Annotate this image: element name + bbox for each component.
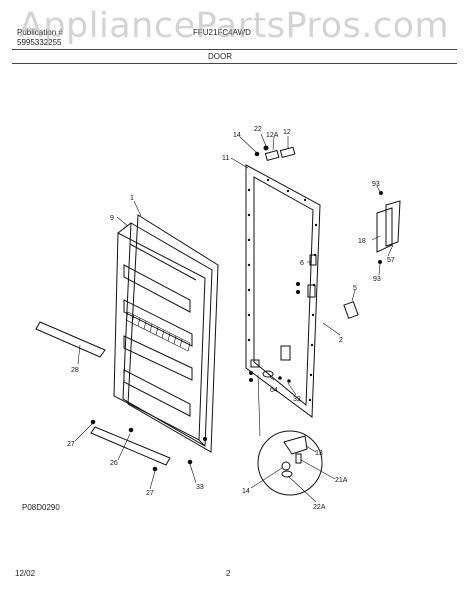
callout-14-bottom: 14 (242, 488, 250, 495)
callout-27-bottom: 27 (146, 490, 154, 497)
callout-26: 26 (110, 460, 118, 467)
latch-6 (309, 254, 317, 266)
callout-1: 1 (130, 195, 134, 202)
callout-6: 6 (300, 260, 304, 267)
diagram-code: P08D0290 (22, 503, 60, 512)
callout-32: 32 (293, 396, 301, 403)
bottom-hinge-pin (250, 359, 260, 368)
footer-date: 12/02 (15, 569, 36, 578)
callout-labels: 1 9 11 14 22 12A 12 93 18 57 93 6 5 2 28… (67, 126, 395, 511)
door-shelf-bar-28 (35, 321, 106, 358)
page-number: 2 (226, 569, 231, 578)
door-shelves (123, 243, 197, 417)
model-number: FFU21FC4AWD (193, 28, 251, 37)
callout-12: 12 (283, 129, 291, 136)
callout-12a: 12A (266, 132, 279, 139)
callout-57: 57 (387, 257, 395, 264)
callout-33: 33 (196, 484, 204, 491)
inner-door-panel (113, 214, 219, 453)
callout-22: 22 (254, 126, 262, 133)
publication-label: Publication # (17, 28, 63, 37)
section-title: DOOR (208, 52, 232, 61)
callout-leaders (74, 133, 394, 503)
latch-strike (307, 284, 316, 298)
callout-5: 5 (353, 285, 357, 292)
callout-93-bottom: 93 (373, 276, 381, 283)
screw-22 (263, 145, 269, 151)
detail-leader (257, 374, 261, 437)
wire-shelf-grill (125, 311, 191, 352)
callout-93-top: 93 (372, 181, 380, 188)
publication-number: 5995332255 (17, 38, 62, 47)
header-divider (12, 49, 457, 50)
part-12a (264, 149, 280, 162)
callout-11: 11 (222, 155, 229, 162)
part-12 (279, 146, 296, 159)
callout-18: 18 (358, 238, 366, 245)
screw-14 (254, 151, 260, 157)
hinge-bracket-18 (376, 207, 393, 253)
callout-9: 9 (110, 215, 114, 222)
hinge-plate-57 (385, 200, 401, 247)
part-5 (343, 301, 359, 319)
washer-64 (262, 370, 274, 378)
callout-2: 2 (339, 337, 343, 344)
door-gasket (245, 164, 321, 418)
callout-64: 64 (270, 387, 278, 394)
section-divider (12, 63, 457, 64)
callout-13: 13 (315, 450, 323, 457)
door-shelf-bar-26 (90, 426, 171, 466)
detail-pin-21a (295, 453, 302, 464)
callout-21a: 21A (335, 477, 348, 484)
callout-22a: 22A (313, 504, 326, 511)
gasket-tab (280, 345, 291, 361)
gasket-screws (247, 178, 318, 402)
callout-27-left: 27 (67, 441, 75, 448)
callout-14-top: 14 (233, 132, 241, 139)
hinge-detail-circle (257, 430, 323, 496)
screw-93-bottom (378, 260, 382, 264)
detail-hinge-13 (283, 435, 308, 455)
detail-washer-22a (281, 470, 293, 478)
detail-bushing-14 (281, 461, 291, 471)
callout-28: 28 (71, 367, 79, 374)
screw-93-top (379, 191, 383, 195)
